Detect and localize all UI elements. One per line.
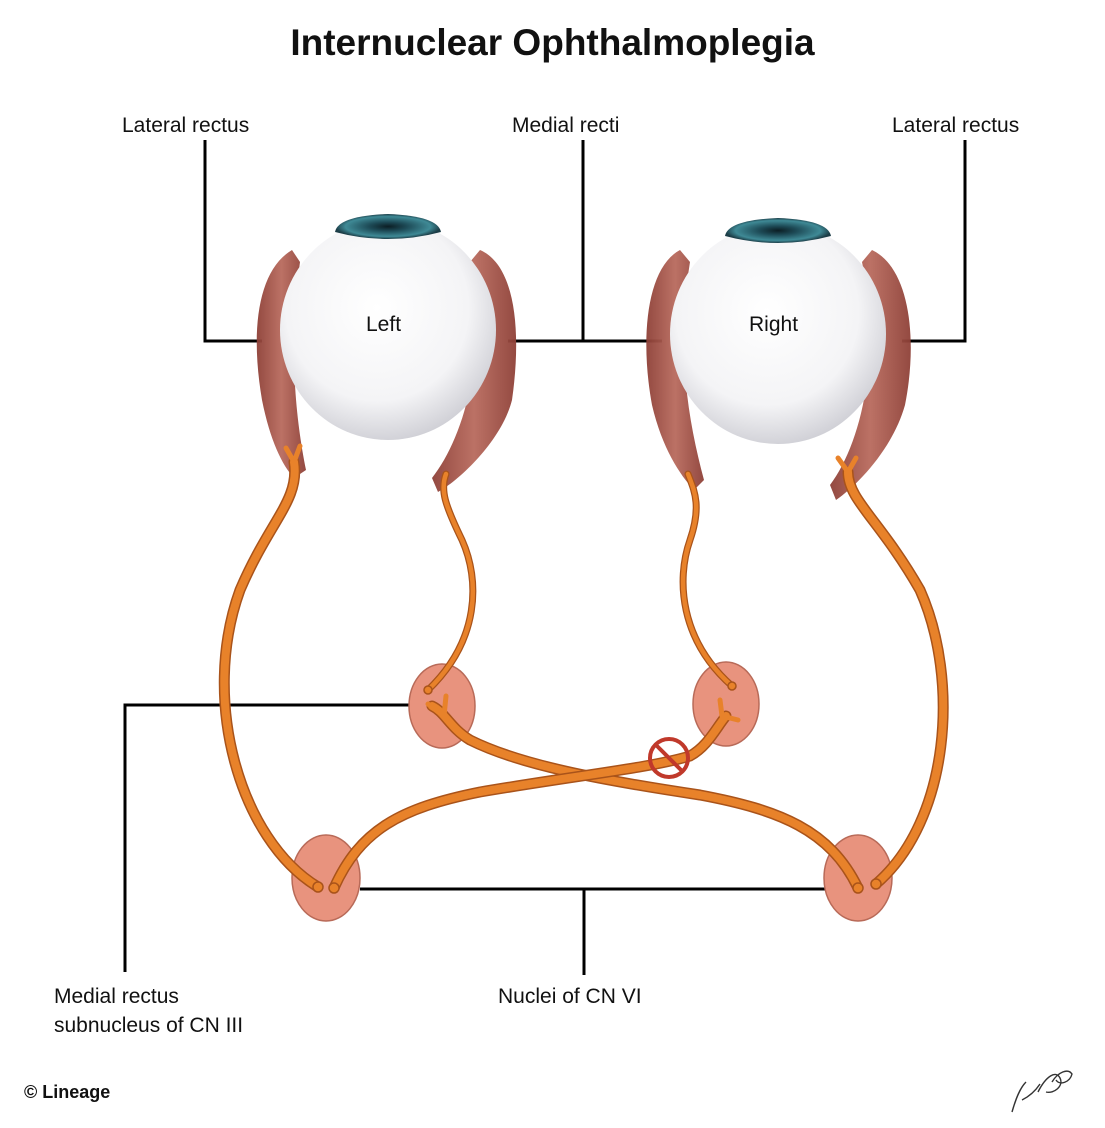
right-cn6-nerve	[844, 468, 948, 888]
diagram-title: Internuclear Ophthalmoplegia	[290, 22, 815, 63]
left-cn3-nerve-edge	[424, 470, 477, 694]
right-cn3-nerve-edge	[679, 470, 736, 690]
leader-lines	[123, 140, 967, 975]
right-iris	[725, 218, 831, 243]
mlf-right-to-left	[428, 702, 862, 892]
left-cn6-nucleus	[291, 834, 361, 922]
left-cn6-nerve	[220, 458, 322, 891]
left-cn3-nerve	[425, 471, 476, 693]
nerve-end-dot	[852, 882, 864, 894]
right-cn3-mr-subnucleus	[692, 661, 760, 747]
right-medial-rectus-muscle	[646, 250, 704, 490]
nerve-end-dot	[423, 685, 433, 695]
nerve-end-dot	[312, 881, 324, 893]
leader-lateral-rectus-left	[203, 140, 262, 343]
left-iris	[335, 214, 441, 239]
left-lateral-rectus-nerve-fork	[283, 443, 303, 465]
label-lateral-rectus-left: Lateral rectus	[122, 114, 250, 137]
leader-mr-subnucleus	[123, 703, 410, 972]
label-eye-left: Left	[366, 313, 402, 336]
left-globe	[280, 220, 496, 440]
right-cn6-nerve-edge	[842, 466, 949, 890]
mlf-left-to-right-edge	[328, 710, 732, 894]
artist-signature	[1011, 1070, 1073, 1113]
label-mr-subnucleus-line1: Medial rectus	[54, 985, 179, 1008]
leader-lateral-rectus-right	[902, 140, 967, 343]
nerve-end-dot	[727, 681, 737, 691]
label-medial-recti: Medial recti	[512, 114, 620, 137]
copyright-notice: © Lineage	[24, 1082, 111, 1102]
no-entry-icon	[648, 737, 690, 779]
nerve-end-dot	[870, 878, 882, 890]
nerves	[218, 443, 949, 894]
label-lateral-rectus-right: Lateral rectus	[892, 114, 1020, 137]
left-mr-subnucleus-fork	[425, 693, 449, 719]
right-globe	[670, 224, 886, 444]
right-mr-subnucleus-fork	[717, 697, 741, 723]
left-eye	[256, 214, 517, 492]
label-eye-right: Right	[749, 313, 799, 336]
label-cn6-nuclei: Nuclei of CN VI	[498, 985, 642, 1008]
mlf-right-to-left-edge	[426, 700, 864, 894]
nuclei	[291, 661, 893, 922]
right-eye	[646, 218, 911, 500]
mlf-left-to-right	[330, 712, 730, 892]
right-cn3-nerve	[680, 471, 735, 689]
nerve-end-dot	[328, 882, 340, 894]
right-lateral-rectus-nerve-fork	[835, 455, 859, 475]
label-mr-subnucleus-line2: subnucleus of CN III	[54, 1014, 244, 1037]
